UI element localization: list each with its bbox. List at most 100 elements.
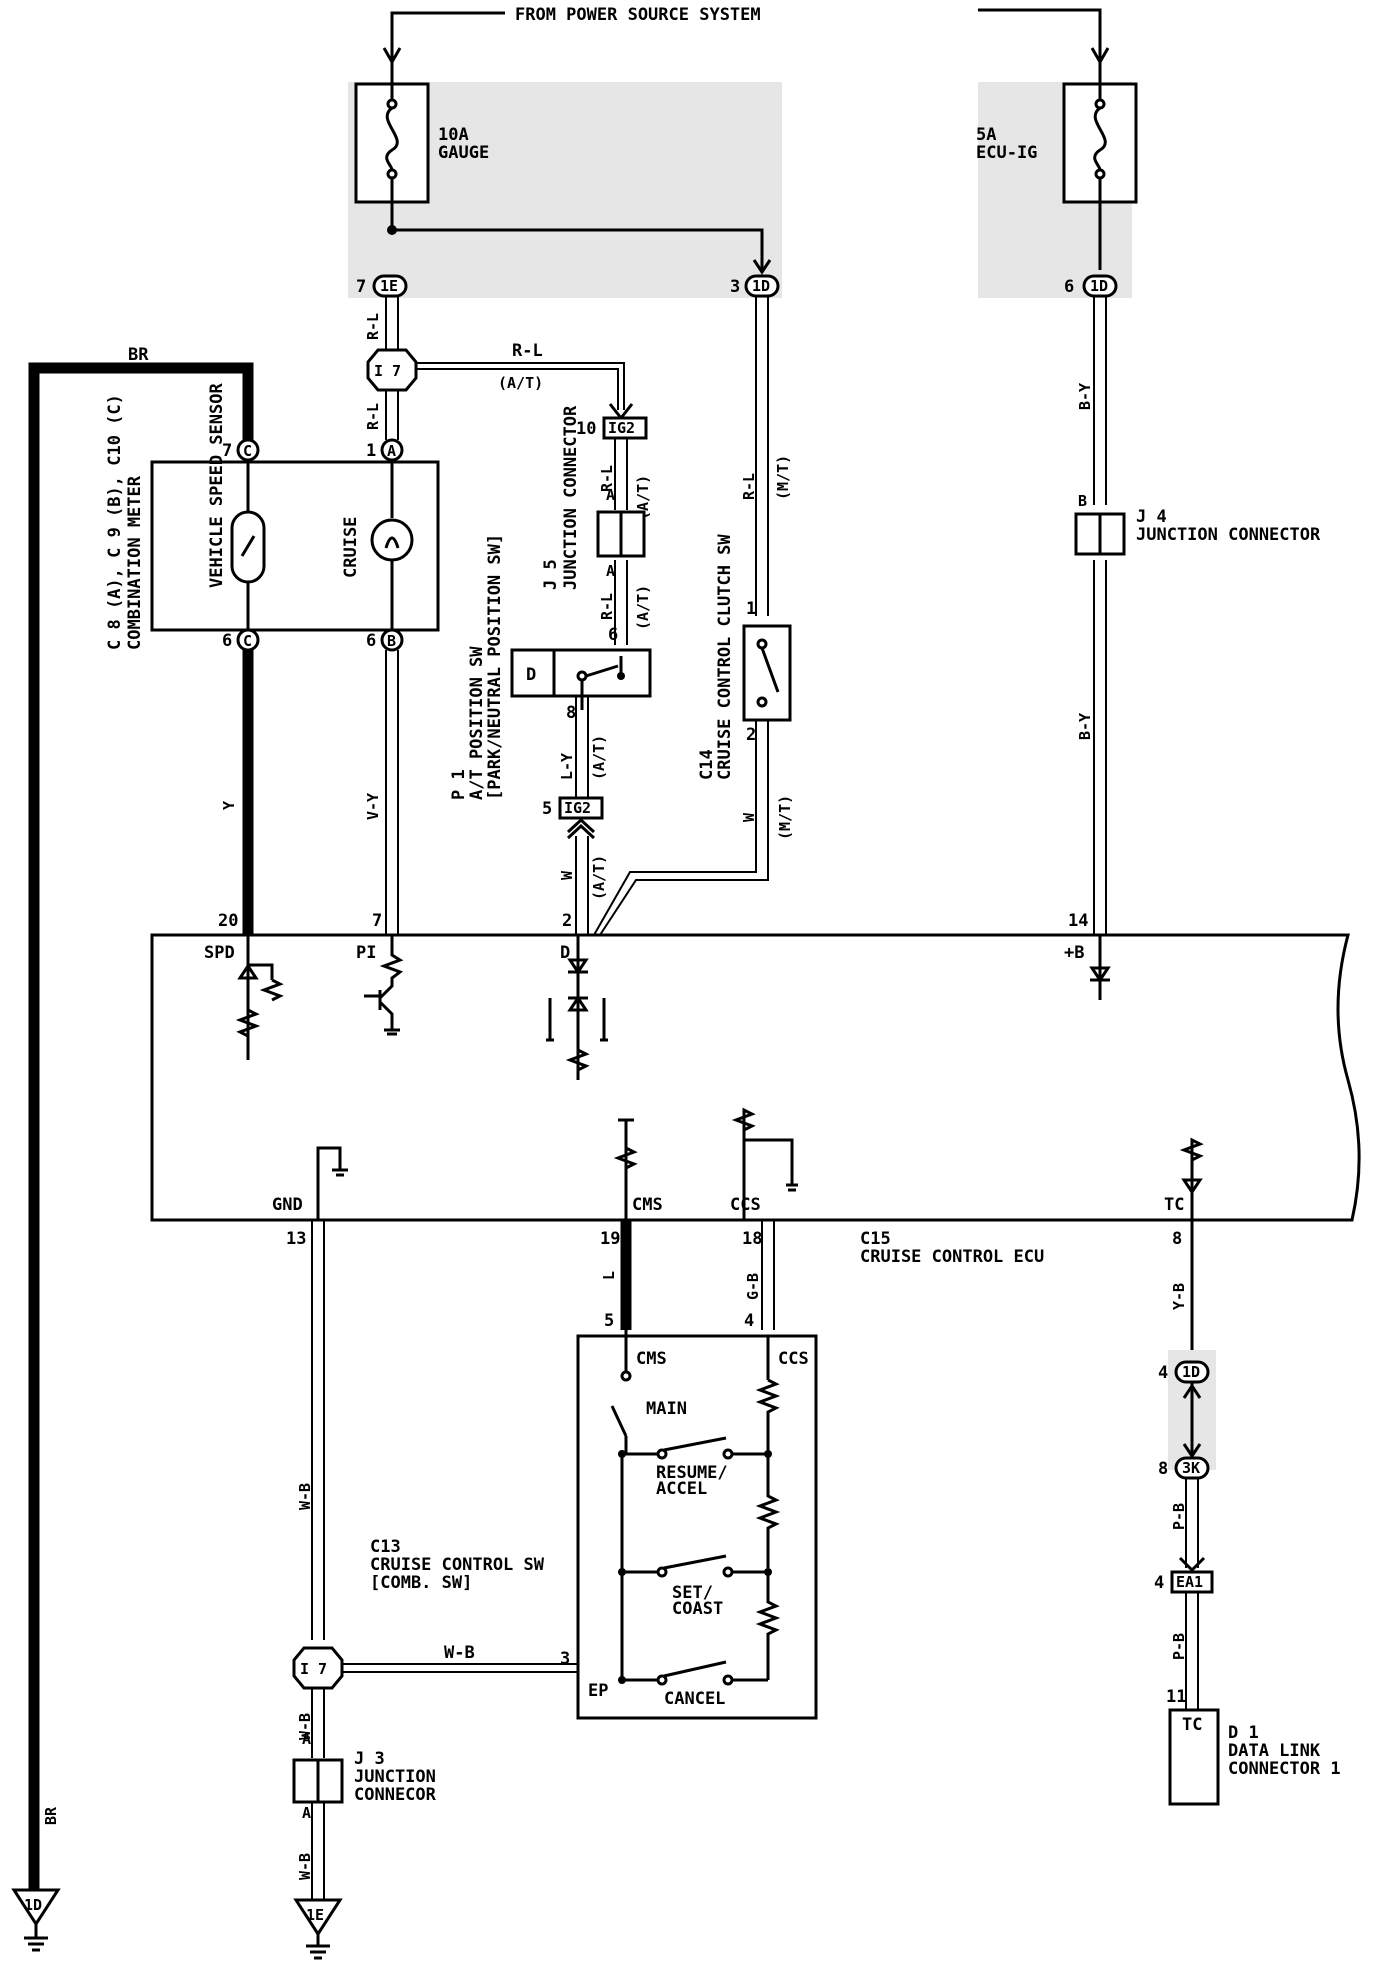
pin-letter: A xyxy=(302,1804,311,1822)
pin-number: 3 xyxy=(560,1649,570,1669)
j4-id: J 4 xyxy=(1136,507,1167,527)
switch-terminal-ep: EP xyxy=(588,1681,608,1701)
wire-rl-2 xyxy=(385,390,399,440)
c13-name: CRUISE CONTROL SW xyxy=(370,1555,545,1575)
connector-letter: A xyxy=(387,442,396,460)
wire-label-at: (A/T) xyxy=(634,475,652,520)
connector-1D-label: 1D xyxy=(752,277,770,295)
switch-contact xyxy=(656,1566,668,1578)
wire-1d-3k xyxy=(1182,1382,1202,1459)
chevron-down-icon xyxy=(608,403,634,421)
switch-cancel xyxy=(622,1660,768,1682)
splice-dot xyxy=(764,1568,772,1576)
switch-contact xyxy=(656,1448,668,1460)
ecu-terminal-tc: TC xyxy=(1164,1195,1184,1215)
wire-label-vy: V-Y xyxy=(364,793,382,820)
wire-label-at: (A/T) xyxy=(498,374,543,392)
c14-id: C14 xyxy=(697,749,717,780)
resistor-icon xyxy=(235,1008,261,1038)
ecu-terminal-spd: SPD xyxy=(204,943,235,963)
ecu-terminal-cms: CMS xyxy=(632,1195,663,1215)
resistor-icon xyxy=(755,1454,781,1568)
fuse-terminal xyxy=(386,168,398,180)
pin-number: 6 xyxy=(608,625,618,645)
cruise-control-clutch-switch xyxy=(742,624,792,722)
wire-label-by: B-Y xyxy=(1076,713,1094,740)
cruise-control-switch xyxy=(576,1334,818,1720)
switch-bus xyxy=(620,1336,770,1680)
fuse-icon xyxy=(385,106,399,171)
c15-id: C15 xyxy=(860,1229,891,1249)
switch-contact xyxy=(617,672,625,680)
ground-1E-icon xyxy=(293,1898,343,1937)
wire-wb-lower xyxy=(311,1688,325,1900)
transistor-icon xyxy=(364,935,404,1030)
pin-number: 8 xyxy=(566,703,576,723)
ground-1D-label: 1D xyxy=(24,1896,42,1914)
ccs-internal xyxy=(731,1107,798,1220)
pin-number: 8 xyxy=(1172,1229,1182,1249)
pin-number: 7 xyxy=(356,277,366,297)
connector-letter: C xyxy=(243,442,252,460)
switch-terminal-cms: CMS xyxy=(636,1349,667,1369)
fuse-gauge-rating: 10A xyxy=(438,125,469,145)
wire-w-mt xyxy=(593,720,769,936)
switch-blade-icon xyxy=(760,647,780,693)
wire-pb-2 xyxy=(1185,1592,1199,1710)
junction-i7-label: I 7 xyxy=(374,362,401,380)
c15-name: CRUISE CONTROL ECU xyxy=(860,1247,1044,1267)
wire-label-rl: R-L xyxy=(364,403,382,430)
tc-internal xyxy=(1179,1137,1204,1220)
p1-id: P 1 xyxy=(449,769,469,800)
wire-label-rl: R-L xyxy=(512,341,543,361)
d1-name2: CONNECTOR 1 xyxy=(1228,1759,1341,1779)
connector-letter: B xyxy=(387,632,396,650)
wire-rl-to-ig2 xyxy=(416,362,625,410)
fuse-ecu-ig-name: ECU-IG xyxy=(976,143,1037,163)
switch-resume-label: RESUME/ xyxy=(656,1463,728,1483)
switch-main-label: MAIN xyxy=(646,1399,687,1419)
j3-name2: CONNECOR xyxy=(354,1785,437,1805)
fuse-terminal xyxy=(1094,168,1106,180)
junction-i7-label: I 7 xyxy=(300,1660,327,1678)
pin-number: 20 xyxy=(218,911,238,931)
switch-coast-label: COAST xyxy=(672,1599,723,1619)
power-arrow-line-left xyxy=(390,11,505,60)
wire-label-gb: G-B xyxy=(744,1273,762,1300)
switch-contact xyxy=(722,1448,734,1460)
switch-set-label: SET/ xyxy=(672,1583,713,1603)
resistor-icon xyxy=(755,1572,781,1680)
wire-label-y: Y xyxy=(220,801,238,810)
c14-name: CRUISE CONTROL CLUTCH SW xyxy=(715,534,735,780)
switch-contact xyxy=(656,1674,668,1686)
wire-label-l: L xyxy=(600,1271,618,1280)
wire-label-wb: W-B xyxy=(296,1713,314,1740)
pin-number: 6 xyxy=(222,631,232,651)
pin-number: 6 xyxy=(1064,277,1074,297)
pin-number: 4 xyxy=(1158,1363,1168,1383)
cms-internal xyxy=(613,1118,638,1220)
ground-icon xyxy=(24,1924,48,1952)
switch-resume xyxy=(622,1436,768,1456)
pin-number: 2 xyxy=(746,725,756,745)
p1-name: A/T POSITION SW xyxy=(467,646,487,800)
fuse-ecu-ig-rating: 5A xyxy=(976,125,996,145)
ecu-terminal-pi: PI xyxy=(356,943,376,963)
wire-label-mt: (M/T) xyxy=(774,455,792,500)
switch-contact xyxy=(756,696,768,708)
wire-label-pb: P-B xyxy=(1170,1633,1188,1660)
ecu-terminal-gnd: GND xyxy=(272,1195,303,1215)
header-from-power-source: FROM POWER SOURCE SYSTEM xyxy=(515,5,761,25)
diode-icon xyxy=(567,995,589,1012)
pin-number: 10 xyxy=(576,419,596,439)
pin-number: 5 xyxy=(604,1311,614,1331)
resistor-icon xyxy=(565,1048,590,1072)
splice-dot xyxy=(618,1676,626,1684)
wire-label-wb: W-B xyxy=(296,1483,314,1510)
pin-number: 8 xyxy=(1158,1459,1168,1479)
wire-by xyxy=(1093,296,1107,935)
wire-label-wb: W-B xyxy=(444,1643,475,1663)
combination-meter-name: COMBINATION METER xyxy=(125,475,145,650)
wire-label-w: W xyxy=(558,870,576,880)
